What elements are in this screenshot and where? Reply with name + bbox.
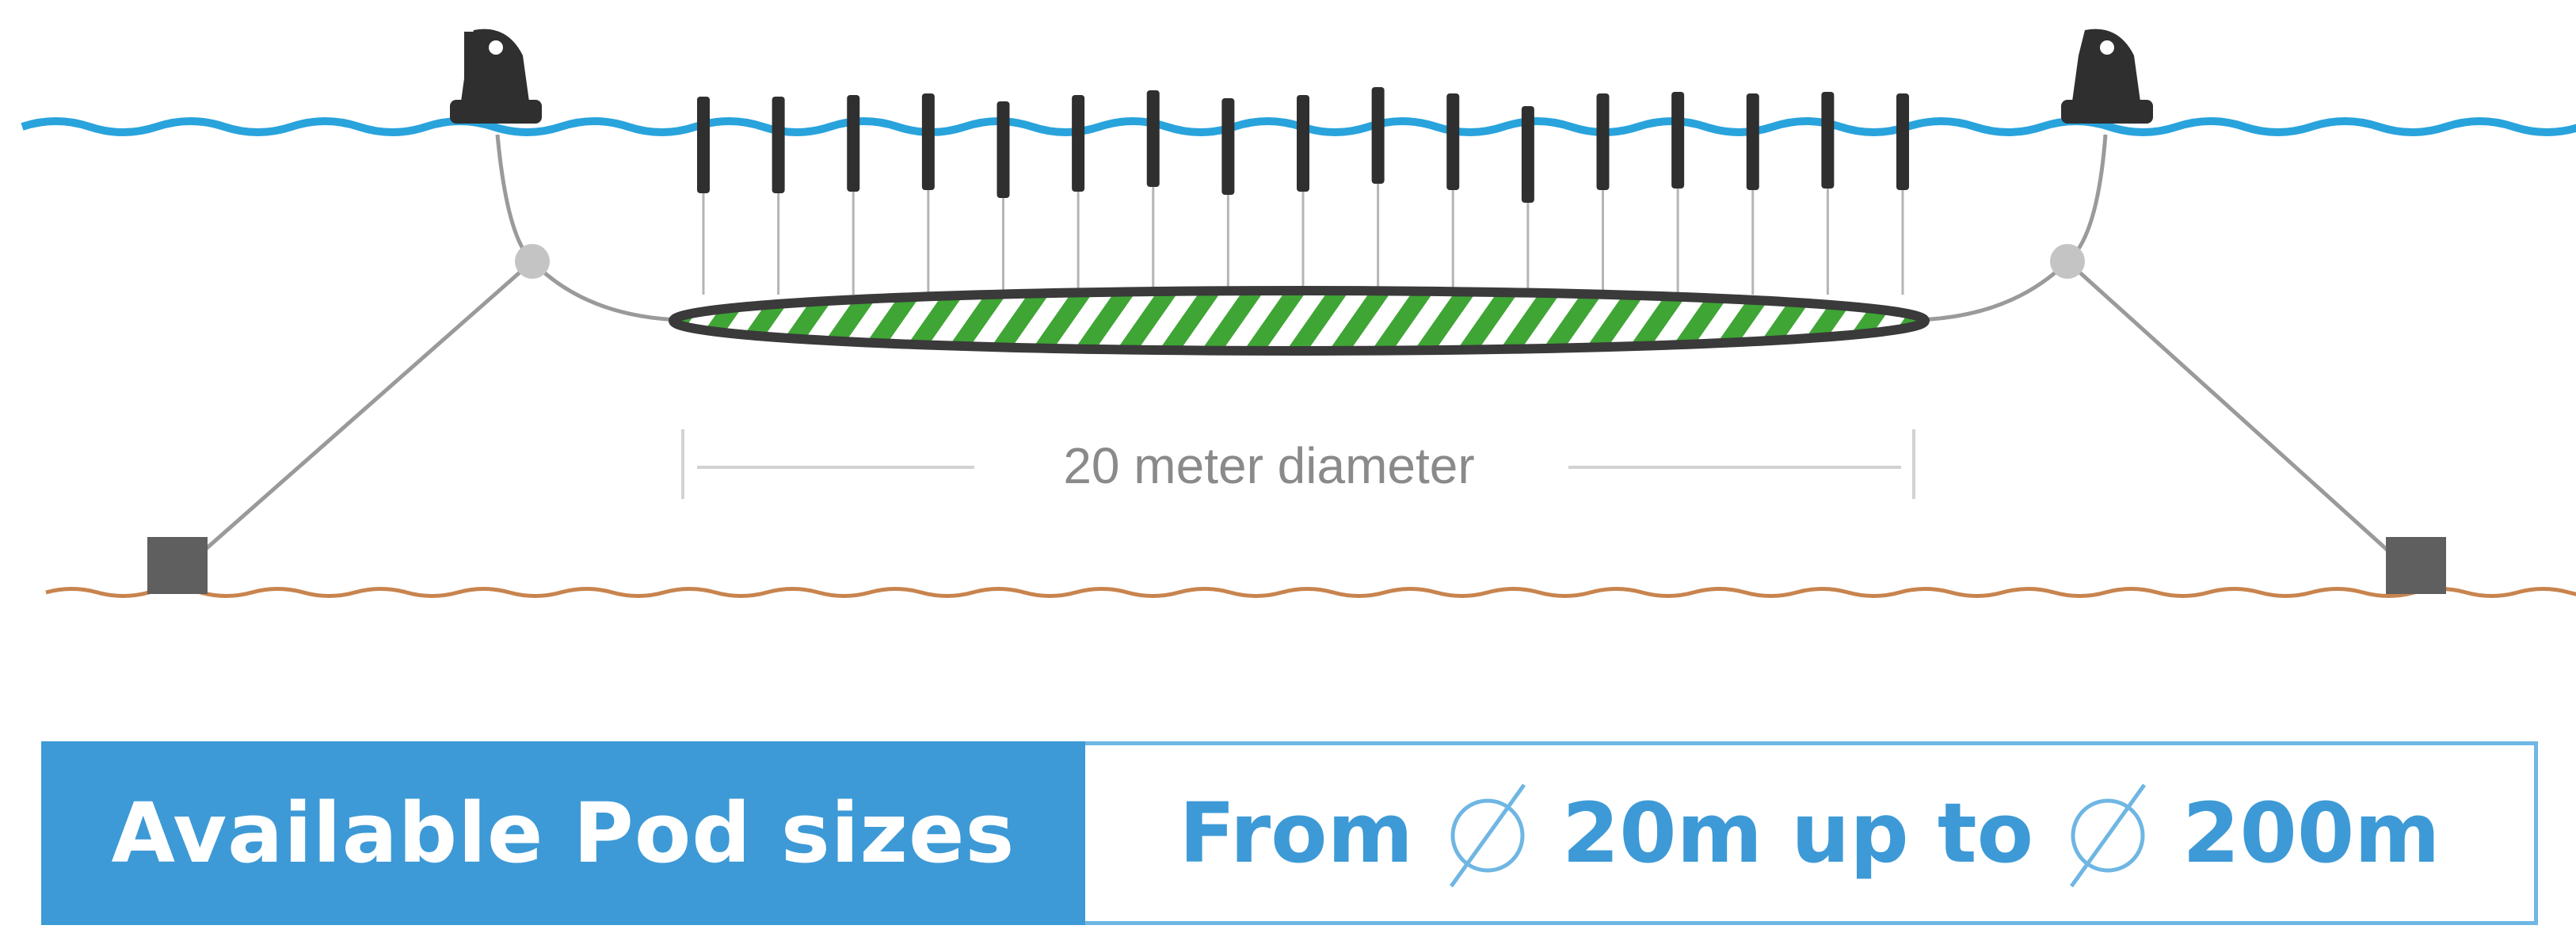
- float: [772, 97, 785, 193]
- rope-right-lower: [2066, 260, 2394, 556]
- rope-left-lower: [198, 260, 534, 556]
- pod-pen: [669, 286, 1930, 356]
- anchor-block-left: [147, 537, 208, 594]
- float: [697, 97, 710, 193]
- mooring-ropes: [198, 134, 2394, 556]
- banner-label: Available Pod sizes: [41, 741, 1085, 925]
- rope-left-pen: [531, 260, 682, 322]
- buoy-left: [450, 29, 542, 124]
- banner-min-size: 20m up to: [1561, 785, 2034, 882]
- rope-node-right: [2050, 244, 2085, 279]
- rope-right-pen: [1916, 260, 2069, 322]
- banner-max-size: 200m: [2182, 785, 2441, 882]
- float-lines: [702, 182, 1904, 295]
- rope-node-left: [515, 244, 550, 279]
- float: [1521, 106, 1534, 203]
- pod-mooring-diagram: 20 meter diameter: [21, 29, 2576, 598]
- seabed: [45, 587, 2576, 598]
- float: [1896, 93, 1909, 190]
- dimension-label: 20 meter diameter: [1063, 437, 1474, 494]
- float: [921, 93, 935, 190]
- float: [1146, 90, 1160, 187]
- float: [1371, 87, 1385, 184]
- rope-left-upper: [495, 134, 534, 263]
- float: [847, 95, 860, 192]
- float: [1671, 92, 1685, 188]
- dimension-line: [681, 429, 1915, 499]
- float: [1072, 95, 1085, 192]
- pod-size-banner: Available Pod sizes From 20m up to 200m: [41, 741, 2538, 925]
- banner-from-text: From: [1179, 785, 1413, 882]
- banner-size-range: From 20m up to 200m: [1085, 741, 2538, 925]
- rope-right-upper: [2066, 134, 2108, 263]
- diameter-icon: [2060, 774, 2155, 893]
- float: [1297, 95, 1309, 192]
- float: [1446, 93, 1460, 190]
- float: [996, 101, 1010, 198]
- diameter-icon: [1440, 774, 1535, 893]
- buoy-right: [2061, 29, 2153, 124]
- floats: [697, 87, 1909, 203]
- float: [1596, 93, 1610, 190]
- anchor-block-right: [2386, 537, 2446, 594]
- float: [1821, 92, 1835, 188]
- float: [1221, 98, 1235, 195]
- float: [1746, 93, 1759, 190]
